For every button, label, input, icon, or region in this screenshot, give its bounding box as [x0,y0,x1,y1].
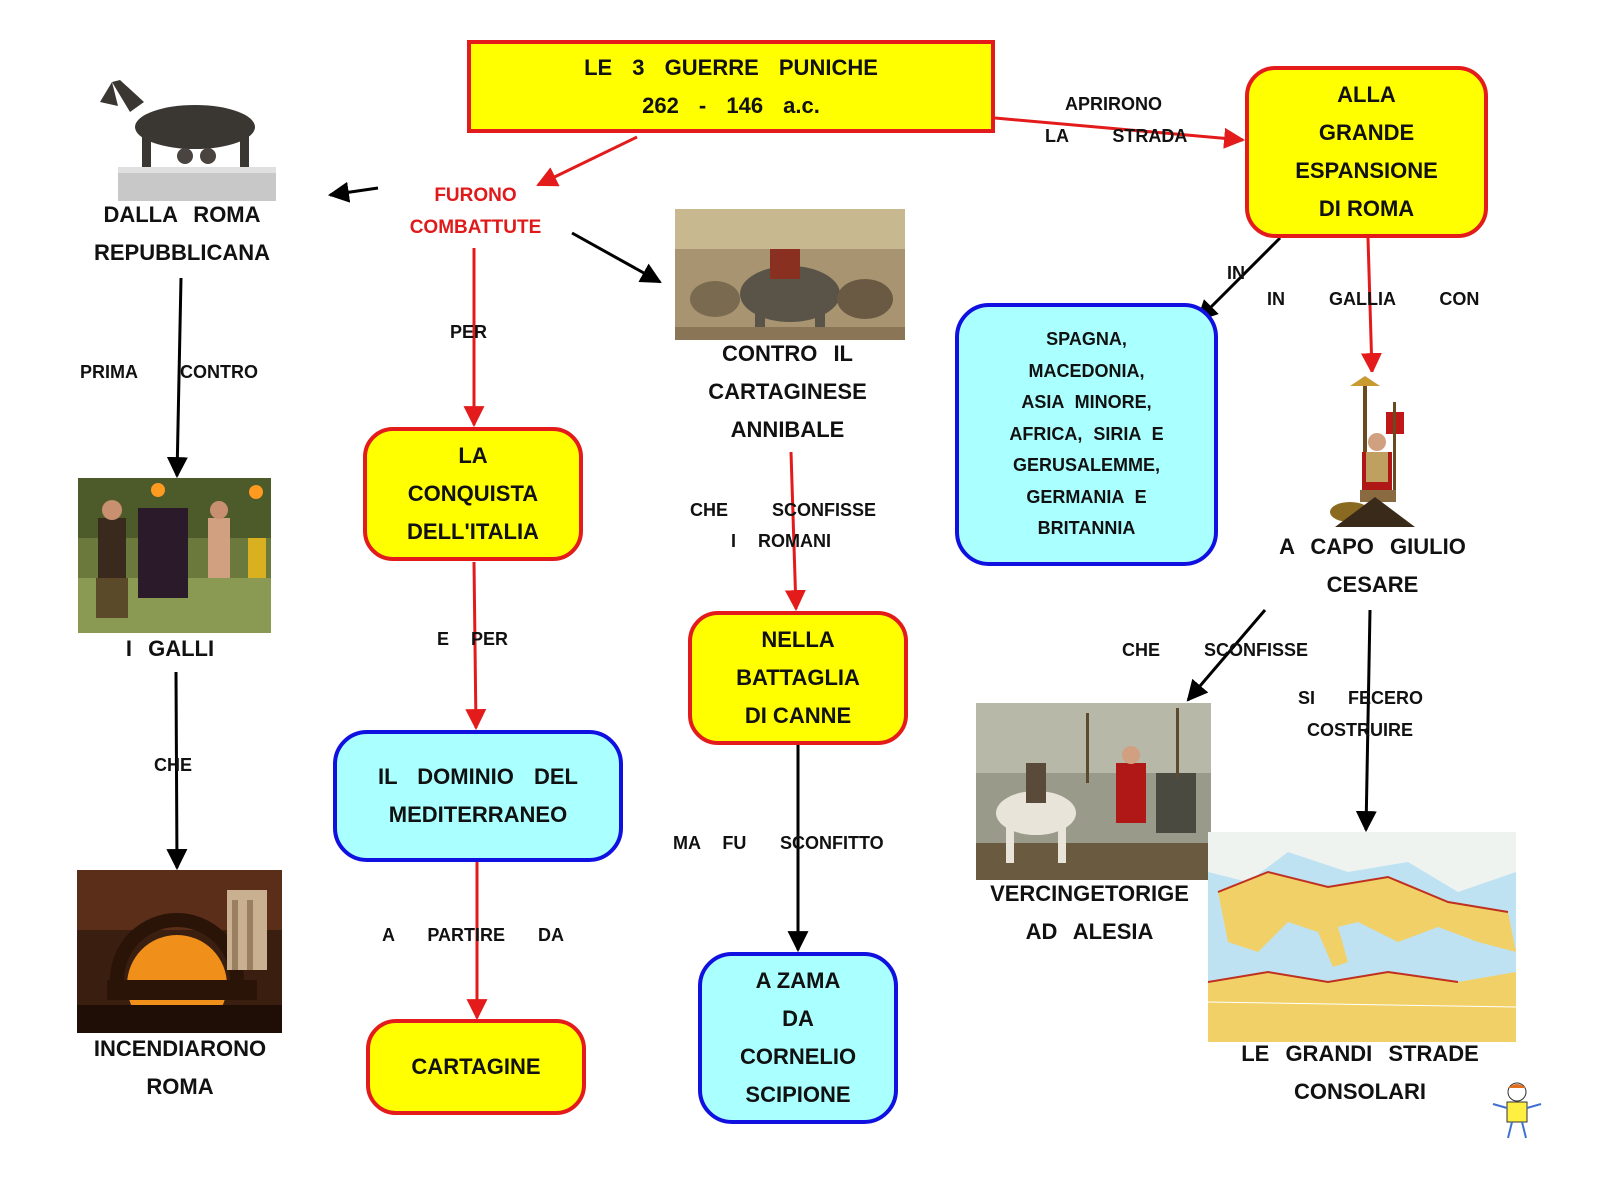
node-zama: A ZAMA DA CORNELIO SCIPIONE [698,952,898,1124]
label-che-galli: CHE [154,755,193,775]
hannibal-battle-image [675,209,905,340]
label-costruire: COSTRUIRE [1307,720,1414,740]
node-cartagine: CARTAGINE [366,1019,586,1115]
arrow-title-espansione [994,116,1246,149]
arrow-annibale-canne [784,451,806,612]
label-contro: CONTRO [180,362,258,382]
node-paesi: SPAGNA, MACEDONIA, ASIA MINORE, AFRICA, … [955,303,1218,566]
rome-burning-image [77,870,282,1033]
label-che-sconfisse-2: CHE SCONFISSE [1122,640,1309,660]
gauls-image [78,478,271,633]
node-strade: LE GRANDI STRADE CONSOLARI [1241,1041,1479,1104]
node-furono: FURONO COMBATTUTE [409,185,542,238]
label-a-partire: A PARTIRE DA [382,925,565,945]
roman-empire-map-image [1208,832,1516,1042]
label-ma-fu: MA FU [673,833,747,853]
arrow-repubblicana-galli [166,277,188,479]
arrow-cesare-strade [1355,609,1377,833]
vercingetorix-image [976,703,1211,880]
mascot-logo [1488,1082,1546,1144]
label-si-fecero: SI FECERO [1298,688,1424,708]
arrow-furono-annibale [571,231,662,284]
label-prima: PRIMA [80,362,138,382]
label-per: PER [450,322,488,342]
arrow-title-furono [536,135,638,187]
label-in-gallia: IN GALLIA CON [1267,289,1480,309]
arrow-conquista-dominio [465,561,487,731]
label-in: IN [1227,263,1245,283]
node-incendiarono: INCENDIARONO ROMA [93,1036,267,1099]
node-vercingetorige: VERCINGETORIGE AD ALESIA [990,881,1189,944]
label-sconfitto: SCONFITTO [780,833,884,853]
node-cesare: A CAPO GIULIO CESARE [1279,534,1466,597]
arrow-galli-incendiarono [166,671,188,871]
node-espansione: ALLA GRANDE ESPANSIONE DI ROMA [1245,66,1488,238]
label-aprirono: APRIRONO [1065,94,1163,114]
node-dominio: IL DOMINIO DEL MEDITERRANEO [333,730,623,862]
arrow-espansione-paesi [1196,236,1282,322]
node-galli: I GALLI [125,636,215,661]
label-e-per: E PER [437,629,509,649]
label-che-sconfisse-1: CHE SCONFISSE [690,500,877,520]
label-i-romani: I ROMANI [731,531,831,551]
node-conquista: LA CONQUISTA DELL'ITALIA [363,427,583,561]
arrow-furono-repubblicana [327,181,379,203]
she-wolf-statue-image [100,72,280,202]
title-box: LE 3 GUERRE PUNICHE 262 - 146 a.c. [467,40,995,133]
node-repubblicana: DALLA ROMA REPUBBLICANA [94,202,270,265]
arrow-espansione-cesare [1360,237,1382,375]
caesar-image [1320,372,1430,530]
node-annibale: CONTRO IL CARTAGINESE ANNIBALE [708,341,867,442]
arrow-cesare-alesia [1186,609,1267,702]
label-la-strada: LA STRADA [1045,126,1188,146]
node-canne: NELLA BATTAGLIA DI CANNE [688,611,908,745]
